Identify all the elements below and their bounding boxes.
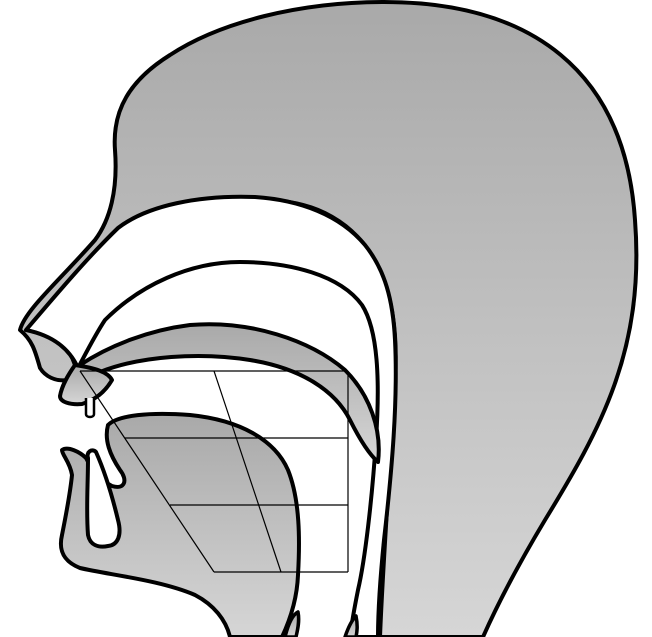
upper-teeth (86, 398, 94, 417)
